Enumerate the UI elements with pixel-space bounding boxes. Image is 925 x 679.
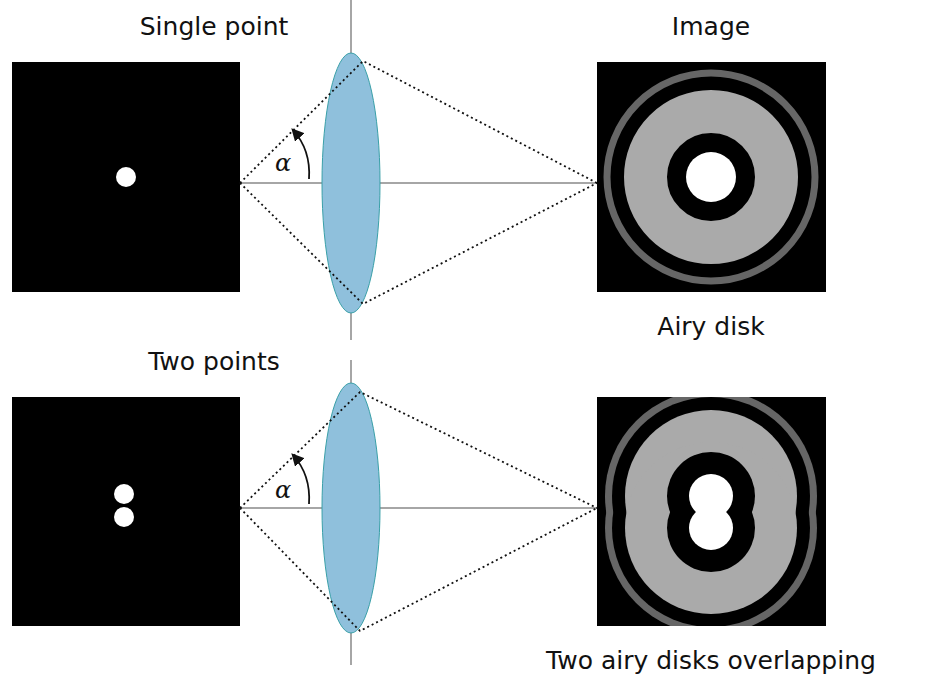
lens [322,53,380,313]
optical-axis [240,182,597,184]
angle-label: α [275,476,291,504]
panel-caption: Two airy disks overlapping [546,646,876,676]
ray-upper [240,61,597,183]
ray-lower [240,508,597,631]
object-panel [12,397,240,626]
panel-heading: Image [672,12,750,42]
image-panel: ImageAiry disk [501,12,921,342]
panel-caption: Airy disk [657,312,764,342]
point-source [114,484,134,504]
optical-axis [240,507,597,509]
object-panel: Single point [4,12,424,292]
image-panel: Two airy disks overlapping [501,397,921,676]
overlapping-airy-disks [605,397,817,626]
angle-label: α [275,149,291,177]
airy-disk [607,73,815,281]
point-source [116,167,136,187]
angle-arrow [293,130,309,179]
ray-lower [240,183,597,304]
image-panel [597,62,826,292]
object-panel [12,62,240,292]
point-source [114,507,134,527]
panel-heading: Single point [140,12,289,42]
panel-heading: Two points [148,347,280,377]
ray-upper [240,392,597,508]
angle-arrow [293,455,309,504]
object-panel: Two points [4,347,424,626]
